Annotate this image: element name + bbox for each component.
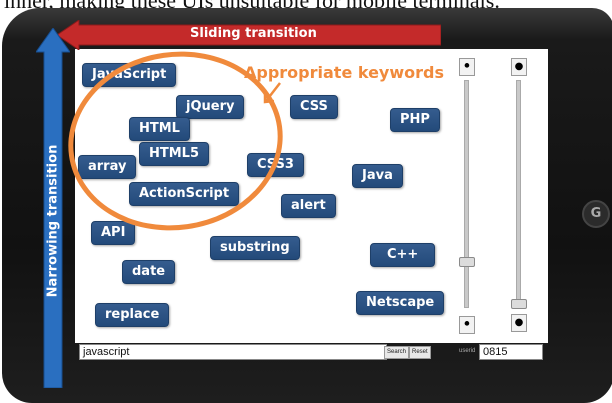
people-icon[interactable]: ● <box>511 58 527 76</box>
tag-actionscript[interactable]: ActionScript <box>129 182 240 206</box>
home-button[interactable]: G <box>582 200 610 228</box>
tag-jquery[interactable]: jQuery <box>176 95 245 119</box>
tag-netscape[interactable]: Netscape <box>356 291 445 315</box>
tag-alert[interactable]: alert <box>281 194 336 218</box>
person-icon[interactable]: ● <box>511 314 527 332</box>
slider-panel: ⚫ ⚫ ● ● <box>455 54 543 340</box>
bulb-icon[interactable]: ⚫ <box>459 316 475 334</box>
narrowing-transition-arrow <box>36 28 70 388</box>
tag-css3[interactable]: CSS3 <box>247 153 304 177</box>
sliding-transition-label: Sliding transition <box>190 26 317 41</box>
tag-css[interactable]: CSS <box>290 95 338 119</box>
tag-cpp[interactable]: C++ <box>370 243 436 267</box>
tag-html[interactable]: HTML <box>129 117 190 141</box>
user-label: userid <box>459 348 476 354</box>
tag-replace[interactable]: replace <box>95 303 170 327</box>
tag-array[interactable]: array <box>78 155 137 179</box>
tag-date[interactable]: date <box>122 260 176 284</box>
tag-javascript[interactable]: JavaScript <box>82 63 177 87</box>
tag-html5[interactable]: HTML5 <box>139 142 210 166</box>
narrowing-slider-thumb[interactable] <box>459 257 475 267</box>
sliding-transition-arrow <box>57 20 441 50</box>
keyword-slider-thumb[interactable] <box>511 299 527 309</box>
keyword-pointer-arrow <box>263 82 281 104</box>
tag-php[interactable]: PHP <box>390 108 440 132</box>
narrowing-slider-track[interactable] <box>464 80 469 308</box>
keyword-slider-track[interactable] <box>516 80 521 308</box>
reset-button[interactable]: Reset <box>409 346 431 359</box>
tag-substring[interactable]: substring <box>210 236 300 260</box>
appropriate-keywords-label: Appropriate keywords <box>244 63 444 82</box>
bulb-icon[interactable]: ⚫ <box>459 58 475 76</box>
tag-api[interactable]: API <box>91 221 136 245</box>
search-button[interactable]: Search <box>384 346 410 359</box>
user-input[interactable]: 0815 <box>479 344 543 360</box>
tag-java[interactable]: Java <box>352 164 403 188</box>
search-input[interactable]: javascript <box>79 344 387 360</box>
narrowing-transition-label: Narrowing transition <box>45 144 61 298</box>
